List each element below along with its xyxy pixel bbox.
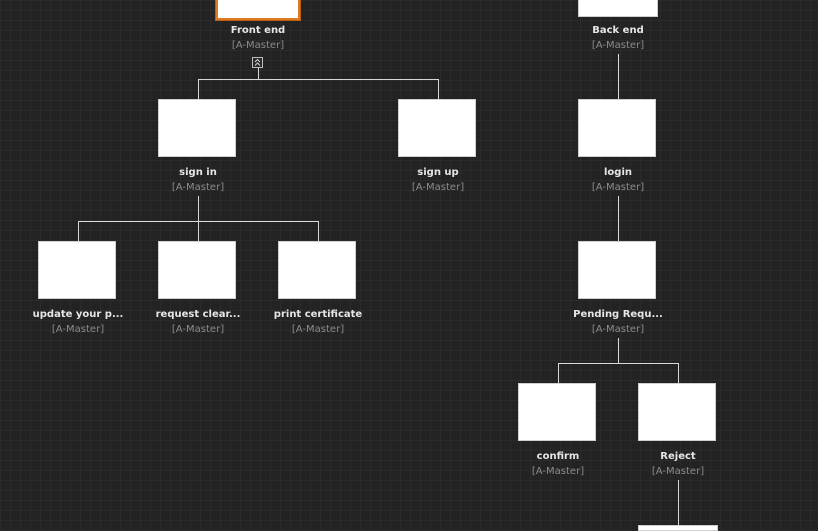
page-label-sign-up[interactable]: sign up: [417, 167, 459, 178]
page-thumbnail-front-end[interactable]: [216, 0, 300, 20]
page-label-front-end[interactable]: Front end: [230, 25, 286, 36]
page-master-pending-requests: [A-Master]: [591, 324, 645, 335]
page-thumbnail-sign-in[interactable]: [158, 99, 236, 157]
page-label-update-your-profile[interactable]: update your p...: [32, 309, 124, 320]
page-master-front-end: [A-Master]: [231, 40, 285, 51]
page-thumbnail-request-clearance[interactable]: [158, 241, 236, 299]
page-thumbnail-reject[interactable]: [638, 383, 716, 441]
page-thumbnail-update-your-profile[interactable]: [38, 241, 116, 299]
page-master-back-end: [A-Master]: [591, 40, 645, 51]
page-label-print-certificate[interactable]: print certificate: [273, 309, 363, 320]
page-thumbnail-sign-up[interactable]: [398, 99, 476, 157]
page-master-sign-in: [A-Master]: [171, 182, 225, 193]
page-thumbnail-back-end[interactable]: [578, 0, 658, 17]
page-label-reject[interactable]: Reject: [660, 451, 696, 462]
page-thumbnail-pending-requests[interactable]: [578, 241, 656, 299]
page-label-sign-in[interactable]: sign in: [179, 167, 217, 178]
page-label-login[interactable]: login: [603, 167, 632, 178]
page-master-reject: [A-Master]: [651, 466, 705, 477]
page-thumbnail-print-certificate[interactable]: [278, 241, 356, 299]
page-thumbnail-reject-child[interactable]: [638, 525, 718, 531]
page-label-back-end[interactable]: Back end: [592, 25, 644, 36]
collapse-toggle-button[interactable]: [252, 57, 263, 68]
page-master-login: [A-Master]: [591, 182, 645, 193]
page-label-confirm[interactable]: confirm: [536, 451, 580, 462]
page-master-update-your-profile: [A-Master]: [51, 324, 105, 335]
page-thumbnail-login[interactable]: [578, 99, 656, 157]
page-label-pending-requests[interactable]: Pending Requ...: [573, 309, 663, 320]
page-master-request-clearance: [A-Master]: [171, 324, 225, 335]
page-master-sign-up: [A-Master]: [411, 182, 465, 193]
page-label-request-clearance[interactable]: request clear...: [155, 309, 241, 320]
page-thumbnail-confirm[interactable]: [518, 383, 596, 441]
double-chevron-up-icon: [254, 58, 261, 66]
page-master-print-certificate: [A-Master]: [291, 324, 345, 335]
page-master-confirm: [A-Master]: [531, 466, 585, 477]
